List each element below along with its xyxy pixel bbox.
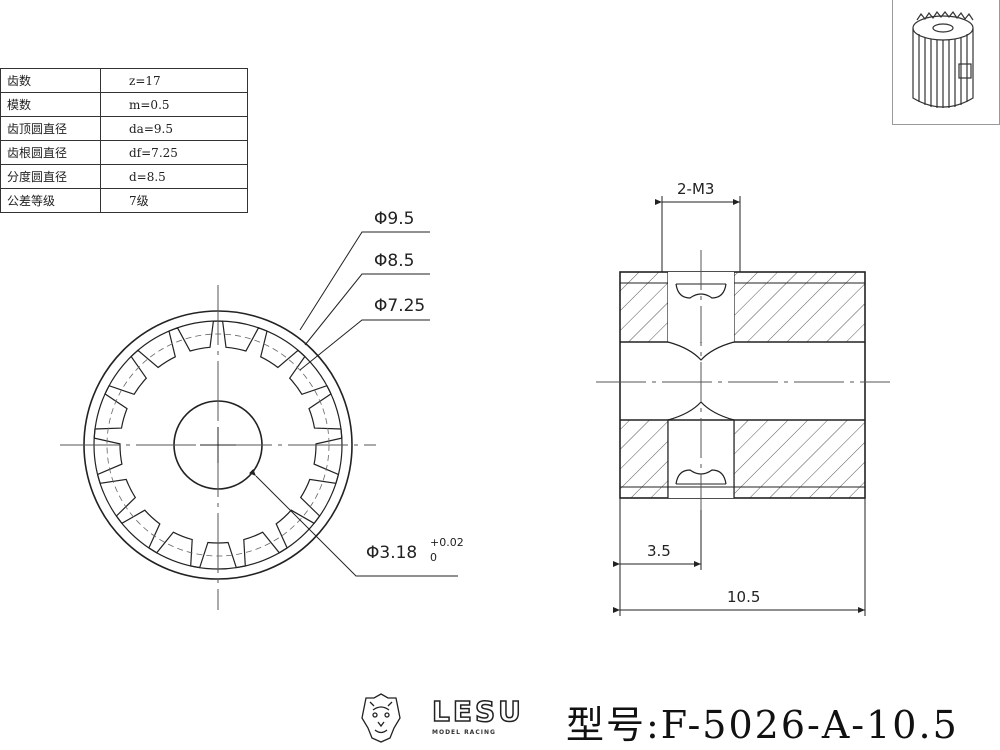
dim-bore-diameter: Φ3.18 bbox=[366, 543, 417, 563]
param-label: 分度圆直径 bbox=[0, 164, 101, 189]
gear-3d-thumbnail bbox=[892, 0, 1000, 125]
thread-hole-top-lower bbox=[667, 341, 735, 361]
brand-tagline: MODEL RACING bbox=[432, 729, 496, 736]
param-value: 7级 bbox=[100, 188, 248, 213]
brand-logo: LESU MODEL RACING bbox=[431, 695, 524, 736]
leader-root bbox=[299, 319, 430, 371]
table-row: 模数 m=0.5 bbox=[0, 92, 248, 117]
leader-tip bbox=[299, 231, 430, 331]
thread-hole-bottom-fill bbox=[668, 420, 734, 498]
dim-tip-diameter: Φ9.5 bbox=[374, 209, 414, 229]
leader-bore bbox=[248, 468, 458, 577]
param-value: z=17 bbox=[100, 68, 248, 93]
table-row: 公差等级 7级 bbox=[0, 188, 248, 213]
param-value: m=0.5 bbox=[100, 92, 248, 117]
param-label: 公差等级 bbox=[0, 188, 101, 213]
hatch-bottom-right bbox=[734, 420, 865, 498]
gear-parameter-table: 齿数 z=17 模数 m=0.5 齿顶圆直径 da=9.5 齿根圆直径 df=7… bbox=[0, 68, 248, 213]
dim-offset: 3.5 bbox=[647, 542, 671, 560]
thread-hole-top bbox=[675, 283, 727, 299]
table-row: 齿顶圆直径 da=9.5 bbox=[0, 116, 248, 141]
dim-root-diameter: Φ7.25 bbox=[374, 296, 425, 316]
gear-side-section-view: 2-M3 3.5 10.5 bbox=[596, 180, 890, 616]
model-number: 型号:F-5026-A-10.5 bbox=[566, 703, 959, 747]
table-row: 齿根圆直径 df=7.25 bbox=[0, 140, 248, 165]
param-value: d=8.5 bbox=[100, 164, 248, 189]
table-row: 分度圆直径 d=8.5 bbox=[0, 164, 248, 189]
hatch-top-left bbox=[620, 272, 668, 342]
dim-bore-tol-upper: +0.02 bbox=[430, 536, 464, 549]
param-label: 齿根圆直径 bbox=[0, 140, 101, 165]
hatch-bottom-left bbox=[620, 420, 668, 498]
brand-name: LESU bbox=[431, 695, 524, 728]
gear-thumbnail-icon bbox=[912, 10, 974, 108]
param-label: 齿数 bbox=[0, 68, 101, 93]
gear-front-view: Φ9.5 Φ8.5 Φ7.25 Φ3.18 +0.02 0 bbox=[60, 209, 464, 610]
lion-logo-icon bbox=[361, 693, 401, 743]
table-row: 齿数 z=17 bbox=[0, 68, 248, 93]
dim-pitch-diameter: Φ8.5 bbox=[374, 251, 414, 271]
dim-length: 10.5 bbox=[727, 588, 760, 606]
hatch-top-right bbox=[734, 272, 865, 342]
dim-bore-tol-lower: 0 bbox=[430, 551, 437, 564]
leader-pitch bbox=[304, 273, 430, 346]
param-value: da=9.5 bbox=[100, 116, 248, 141]
dim-thread: 2-M3 bbox=[677, 180, 714, 198]
param-value: df=7.25 bbox=[100, 140, 248, 165]
section-outline bbox=[619, 271, 866, 499]
